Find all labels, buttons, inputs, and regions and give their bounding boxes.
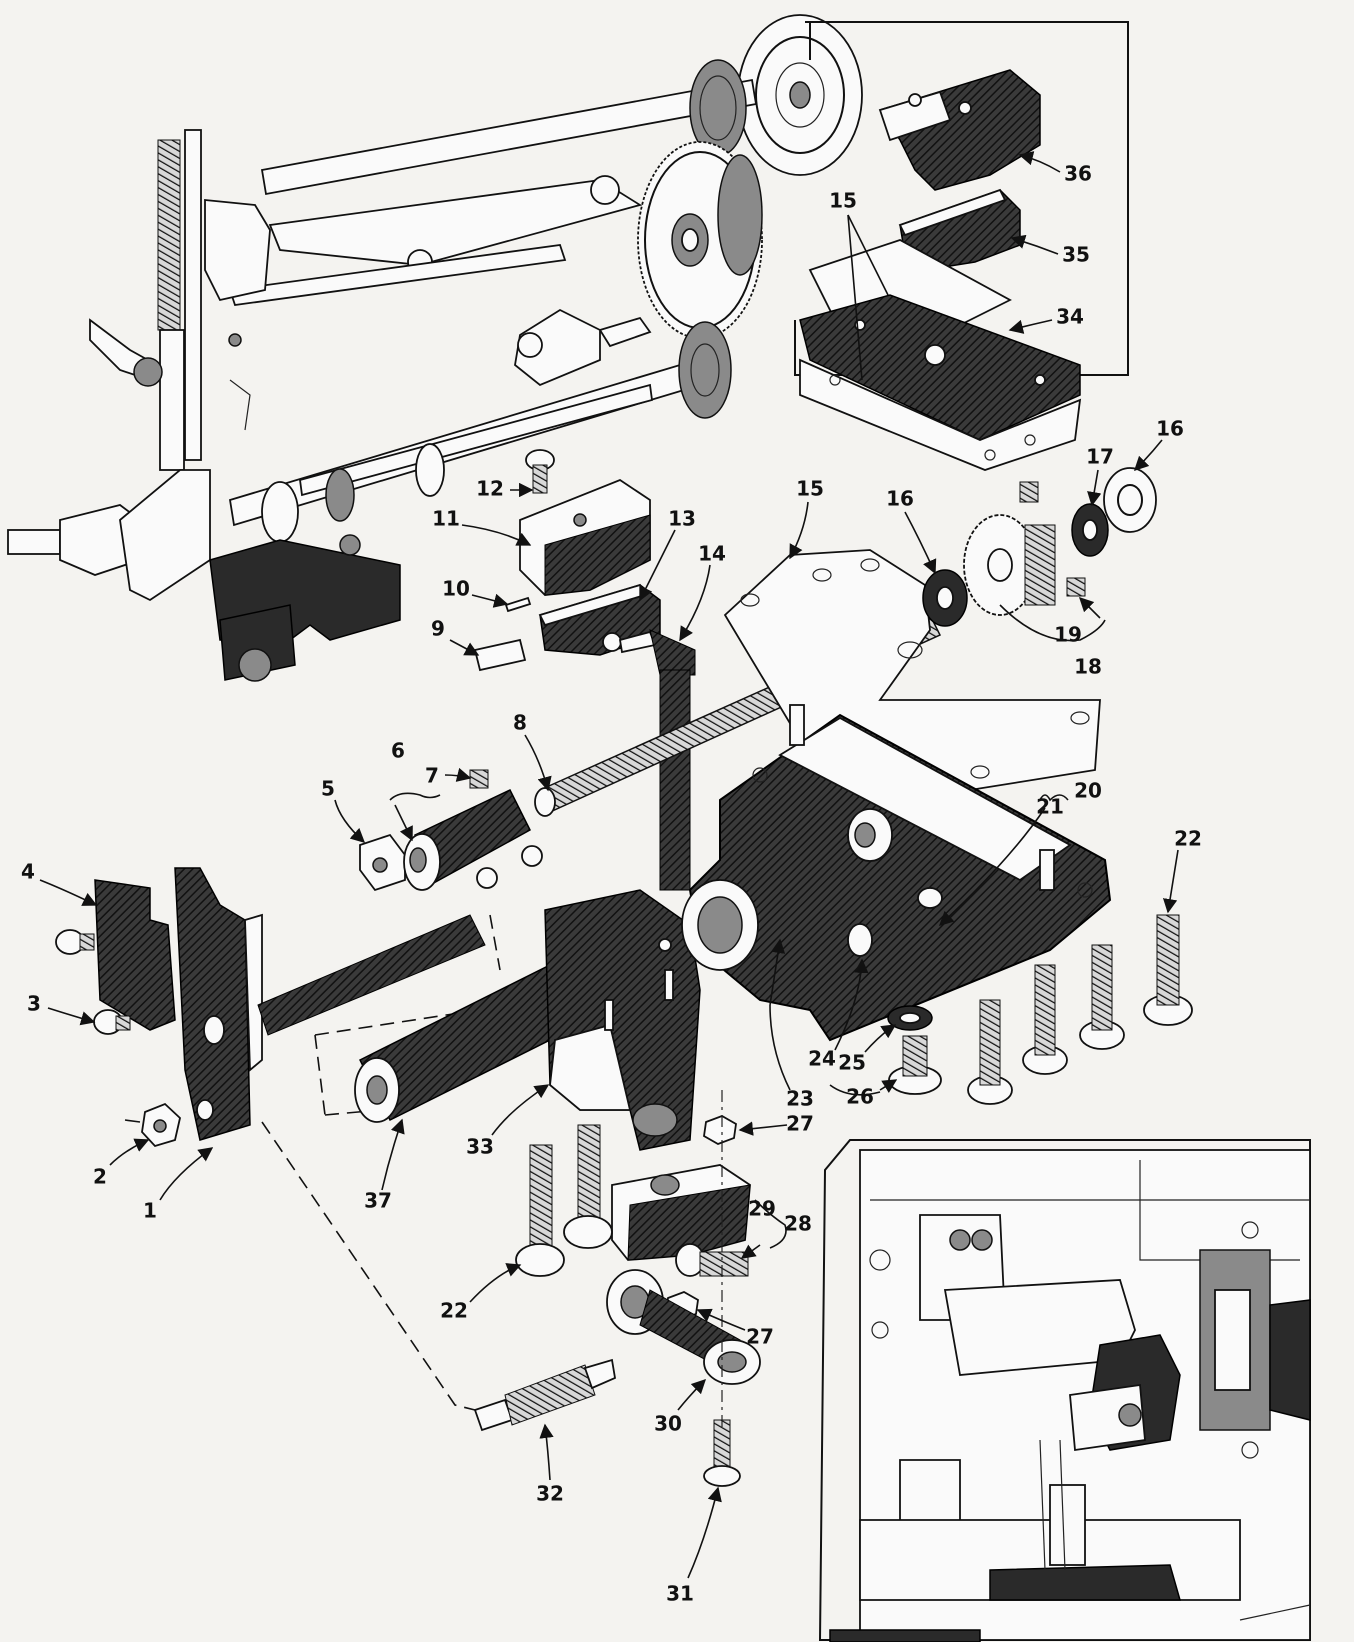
inset-box <box>794 21 1129 376</box>
callout-24: 24 <box>808 1047 836 1071</box>
leader-lines <box>39 151 1179 1579</box>
callout-26: 26 <box>846 1085 874 1109</box>
screw-set-22-lower <box>515 1124 613 1277</box>
needle-bar <box>184 129 202 461</box>
callout-7: 7 <box>425 764 439 788</box>
part-27-nut <box>703 1115 737 1145</box>
callout-14: 14 <box>698 542 726 566</box>
callout-17: 17 <box>1086 445 1114 469</box>
upper-gear <box>689 59 747 157</box>
callout-31: 31 <box>666 1582 694 1606</box>
inset-assembly-view <box>818 1139 1311 1642</box>
part-34 <box>799 294 1081 441</box>
callout-13: 13 <box>668 507 696 531</box>
part-4 <box>94 879 176 1031</box>
callout-34: 34 <box>1056 305 1084 329</box>
callout-16-middle: 16 <box>886 487 914 511</box>
part-32-rod <box>473 1358 617 1432</box>
part-33-block <box>544 889 701 1151</box>
callout-33: 33 <box>466 1135 494 1159</box>
callout-16-right: 16 <box>1156 417 1184 441</box>
callout-15-middle: 15 <box>796 477 824 501</box>
callout-20: 20 <box>1074 779 1102 803</box>
callout-8: 8 <box>513 711 527 735</box>
upper-shaft <box>260 78 758 196</box>
part-29-screw <box>675 1243 749 1277</box>
guide-rod <box>257 914 486 1036</box>
callout-10: 10 <box>442 577 470 601</box>
callout-27-lower: 27 <box>746 1325 774 1349</box>
part-19-screw <box>1066 577 1086 597</box>
callout-36: 36 <box>1064 162 1092 186</box>
callout-28: 28 <box>784 1212 812 1236</box>
callout-3: 3 <box>27 992 41 1016</box>
part-31-screw <box>703 1419 741 1487</box>
callout-23: 23 <box>786 1087 814 1111</box>
callout-29: 29 <box>748 1197 776 1221</box>
callout-27-top: 27 <box>786 1112 814 1136</box>
upper-mechanism <box>7 14 863 682</box>
part-30-link <box>606 1269 761 1385</box>
callout-21: 21 <box>1036 795 1064 819</box>
callout-1: 1 <box>143 1199 157 1223</box>
callout-25: 25 <box>838 1051 866 1075</box>
part-14 <box>602 629 696 891</box>
drive-gear <box>717 154 763 276</box>
part-9 <box>473 638 527 672</box>
lower-gear <box>678 321 732 419</box>
callout-11: 11 <box>432 507 460 531</box>
part-6-sleeve <box>403 769 543 891</box>
callout-15-inset: 15 <box>829 189 857 213</box>
callout-12: 12 <box>476 477 504 501</box>
callout-30: 30 <box>654 1412 682 1436</box>
front-shaft-end <box>7 529 61 555</box>
part-26-screw <box>888 1035 942 1095</box>
callout-19: 19 <box>1054 623 1082 647</box>
callout-37: 37 <box>364 1189 392 1213</box>
callout-2: 2 <box>93 1165 107 1189</box>
callout-6: 6 <box>391 739 405 763</box>
callout-22-lower: 22 <box>440 1299 468 1323</box>
presser-bar-spring <box>157 139 181 331</box>
callout-18: 18 <box>1074 655 1102 679</box>
callout-35: 35 <box>1062 243 1090 267</box>
part-16-washer-right <box>1103 467 1157 533</box>
callout-9: 9 <box>431 617 445 641</box>
callout-4: 4 <box>21 860 35 884</box>
part-1 <box>174 867 251 1141</box>
part-20-housing <box>688 713 1112 1042</box>
callout-5: 5 <box>321 777 335 801</box>
part-10-pin <box>504 596 532 613</box>
linkage-arm <box>268 179 643 266</box>
callout-32: 32 <box>536 1482 564 1506</box>
part-18-gear <box>963 514 1056 616</box>
part-12-screw <box>525 449 555 494</box>
callout-labels: 1 2 3 4 5 6 7 8 9 10 11 12 13 14 15 15 1… <box>21 162 1202 1606</box>
screw-set-22 <box>967 914 1193 1105</box>
callout-22-right: 22 <box>1174 827 1202 851</box>
